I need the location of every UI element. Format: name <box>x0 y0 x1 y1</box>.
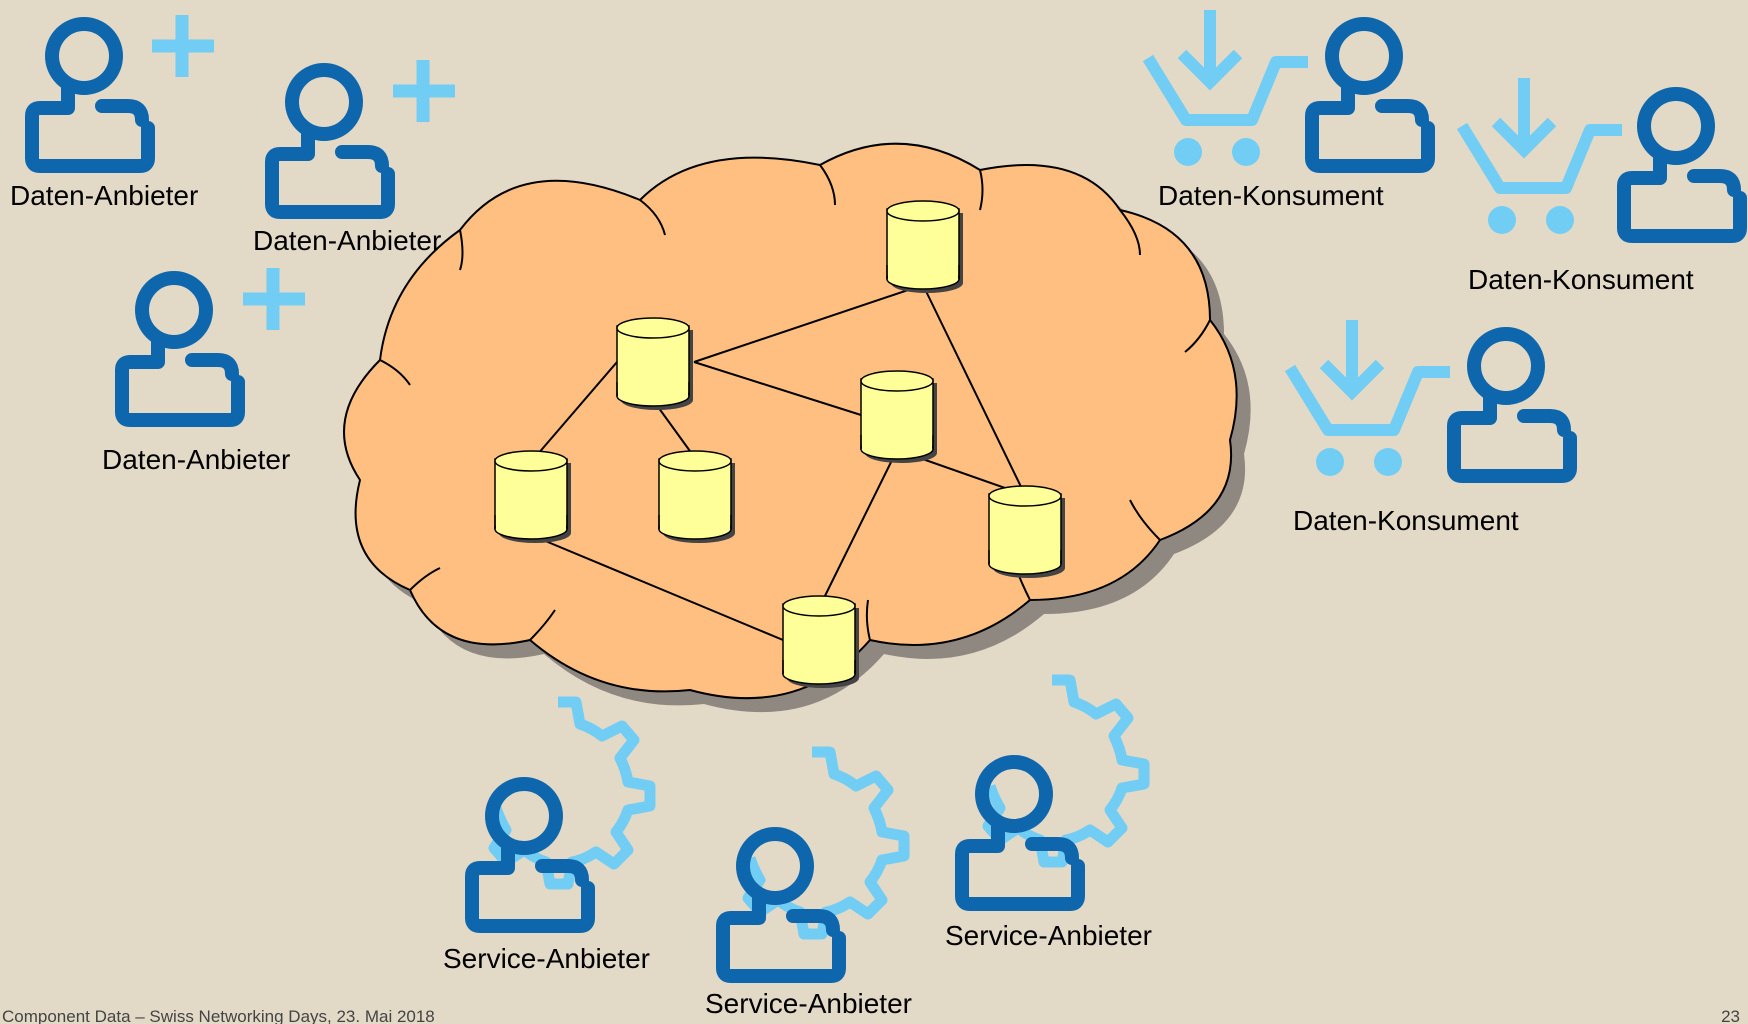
data-consumer-label: Daten-Konsument <box>1158 180 1384 211</box>
gear-icon <box>748 752 904 934</box>
network-edge-db-upper-left-db-top-right <box>693 284 924 363</box>
database-node-left <box>494 450 572 544</box>
footer-text: Component Data – Swiss Networking Days, … <box>2 1007 435 1024</box>
user-icon <box>272 70 388 212</box>
service-provider-label: Service-Anbieter <box>945 920 1152 951</box>
gear-icon <box>988 680 1144 862</box>
database-node-top-right <box>886 200 964 294</box>
database-node-center <box>658 450 736 544</box>
service-provider-label: Service-Anbieter <box>705 988 912 1019</box>
shopping-cart-icon <box>1290 320 1450 476</box>
data-consumer-1: Daten-Konsument <box>1148 10 1428 211</box>
data-consumer-label: Daten-Konsument <box>1293 505 1519 536</box>
database-node-center-right <box>860 370 938 464</box>
page-number: 23 <box>1721 1007 1740 1024</box>
user-icon <box>1454 334 1570 476</box>
plus-icon <box>393 60 455 122</box>
plus-icon <box>243 268 305 330</box>
gear-icon <box>494 702 650 884</box>
data-provider-label: Daten-Anbieter <box>102 444 290 475</box>
data-provider-1: Daten-Anbieter <box>10 15 214 211</box>
database-node-bottom <box>782 595 860 689</box>
data-consumer-3: Daten-Konsument <box>1290 320 1570 536</box>
data-provider-label: Daten-Anbieter <box>10 180 198 211</box>
plus-icon <box>152 15 214 77</box>
data-provider-3: Daten-Anbieter <box>102 268 305 475</box>
user-icon <box>1312 24 1428 166</box>
shopping-cart-icon <box>1462 78 1622 234</box>
database-node-right <box>988 485 1066 579</box>
data-consumer-2: Daten-Konsument <box>1462 78 1740 295</box>
service-provider-3: Service-Anbieter <box>945 680 1152 951</box>
data-provider-label: Daten-Anbieter <box>253 225 441 256</box>
network-edge-db-upper-left-db-left <box>530 361 618 463</box>
network-edge-db-center-right-db-bottom <box>818 449 898 609</box>
user-icon <box>1624 94 1740 236</box>
shopping-cart-icon <box>1148 10 1308 166</box>
network-edge-db-upper-left-db-center-right <box>693 361 862 416</box>
service-provider-1: Service-Anbieter <box>443 702 650 974</box>
data-consumer-label: Daten-Konsument <box>1468 264 1694 295</box>
data-provider-2: Daten-Anbieter <box>253 60 455 256</box>
user-icon <box>122 278 238 420</box>
service-provider-2: Service-Anbieter <box>705 752 912 1019</box>
user-icon <box>32 24 148 166</box>
network-edge-db-left-db-bottom <box>530 534 784 641</box>
network-edge-db-top-right-db-right <box>922 284 1026 496</box>
database-node-upper-left <box>616 317 694 411</box>
service-provider-label: Service-Anbieter <box>443 943 650 974</box>
